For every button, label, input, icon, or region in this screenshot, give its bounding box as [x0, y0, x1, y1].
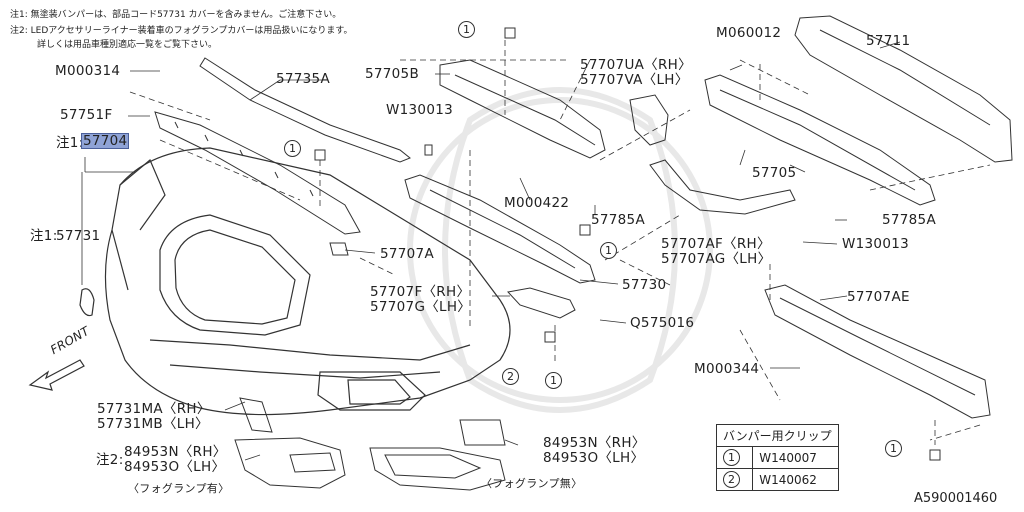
cover-57731MA: [239, 397, 273, 433]
upper-bracket-57751F: [154, 111, 361, 235]
clip-table-code: W140007: [752, 446, 839, 469]
label-57705B: 57705B: [365, 66, 420, 82]
clip-markers: [314, 27, 941, 461]
label-57707AE: 57707AE: [847, 289, 910, 305]
label-M000422: M000422: [504, 195, 570, 211]
label-57731: 57731: [56, 228, 101, 244]
label-M000314: M000314: [55, 63, 121, 79]
label-W130013-b: W130013: [842, 236, 909, 252]
label-57704: 57704: [80, 133, 130, 149]
callout-circle: 1: [885, 440, 902, 457]
label-note2-prefix: 注2:: [96, 452, 124, 468]
callout-circle: 1: [284, 140, 301, 157]
figure-id: A590001460: [914, 491, 998, 506]
label-fog-without: 〈フォグランプ無〉: [481, 477, 583, 490]
label-fog-with: 〈フォグランプ有〉: [128, 482, 230, 495]
label-M000344: M000344: [694, 361, 760, 377]
bracket-57707UA: [629, 94, 669, 146]
upper-strip-57735A: [199, 57, 411, 163]
absorber-57711: [794, 15, 1013, 163]
fog-cover-with-lamp: [234, 437, 346, 489]
clip-table-num-cell: 2: [715, 468, 754, 491]
label-note1-prefix-b: 注1:: [30, 228, 58, 244]
label-57785A-a: 57785A: [591, 212, 645, 228]
label-84953N-b: 84953N〈RH〉: [543, 435, 646, 451]
callout-circle: 1: [458, 21, 475, 38]
label-Q575016: Q575016: [630, 315, 695, 331]
label-57731MB: 57731MB〈LH〉: [97, 416, 209, 432]
bumper-clip-table: バンパー用クリップ 1 W140007 2 W140062: [715, 424, 839, 491]
label-57751F: 57751F: [60, 107, 113, 123]
clip-table-header: バンパー用クリップ: [716, 424, 839, 447]
note-line-1: 注1: 無塗装バンパーは、部品コード57731 カバーを含みません。ご注意下さい…: [10, 10, 342, 20]
clip-table-num-cell: 1: [715, 446, 754, 469]
note-line-3: 詳しくは用品車種別適応一覧をご覧下さい。: [37, 40, 218, 50]
front-bumper-face: [28, 147, 511, 416]
leader-lines: [81, 41, 901, 461]
label-57735A: 57735A: [276, 71, 330, 87]
callout-circle: 1: [600, 242, 617, 259]
label-M060012: M060012: [716, 25, 782, 41]
beam-57730: [404, 174, 596, 284]
callout-circle: 2: [502, 368, 519, 385]
dashed-guides: [129, 40, 991, 445]
label-57707A: 57707A: [380, 246, 434, 262]
beam-57705: [704, 74, 936, 206]
bracket-57707AF: [649, 159, 796, 215]
label-57707AF: 57707AF〈RH〉: [661, 236, 771, 252]
beam-57705B: [439, 59, 606, 159]
label-57711: 57711: [866, 33, 911, 49]
label-57731MA: 57731MA〈RH〉: [97, 401, 211, 417]
note-line-2: 注2: LEDアクセサリーライナー装着車のフォグランプカバーは用品扱いになります…: [10, 26, 353, 36]
callout-circle: 1: [545, 372, 562, 389]
fog-cover-without-lamp: [369, 419, 506, 491]
label-57707UA: 57707UA〈RH〉: [580, 57, 692, 73]
label-57785A-b: 57785A: [882, 212, 936, 228]
label-57705: 57705: [752, 165, 797, 181]
clip-number: 1: [723, 449, 740, 466]
label-57730: 57730: [622, 277, 667, 293]
label-note1-prefix: 注1:: [56, 135, 84, 151]
bracket-57707F: [507, 287, 576, 319]
label-57707VA: 57707VA〈LH〉: [580, 72, 689, 88]
label-57707F: 57707F〈RH〉: [370, 284, 471, 300]
clip-table-code: W140062: [752, 468, 839, 491]
label-84953N-a: 84953N〈RH〉: [124, 444, 227, 460]
clip-number: 2: [723, 471, 740, 488]
label-84953O-b: 84953O〈LH〉: [543, 450, 645, 466]
label-57707G: 57707G〈LH〉: [370, 299, 472, 315]
label-84953O-a: 84953O〈LH〉: [124, 459, 226, 475]
label-57707AG: 57707AG〈LH〉: [661, 251, 772, 267]
absorber-57707AE: [764, 284, 991, 419]
label-W130013-a: W130013: [386, 102, 453, 118]
